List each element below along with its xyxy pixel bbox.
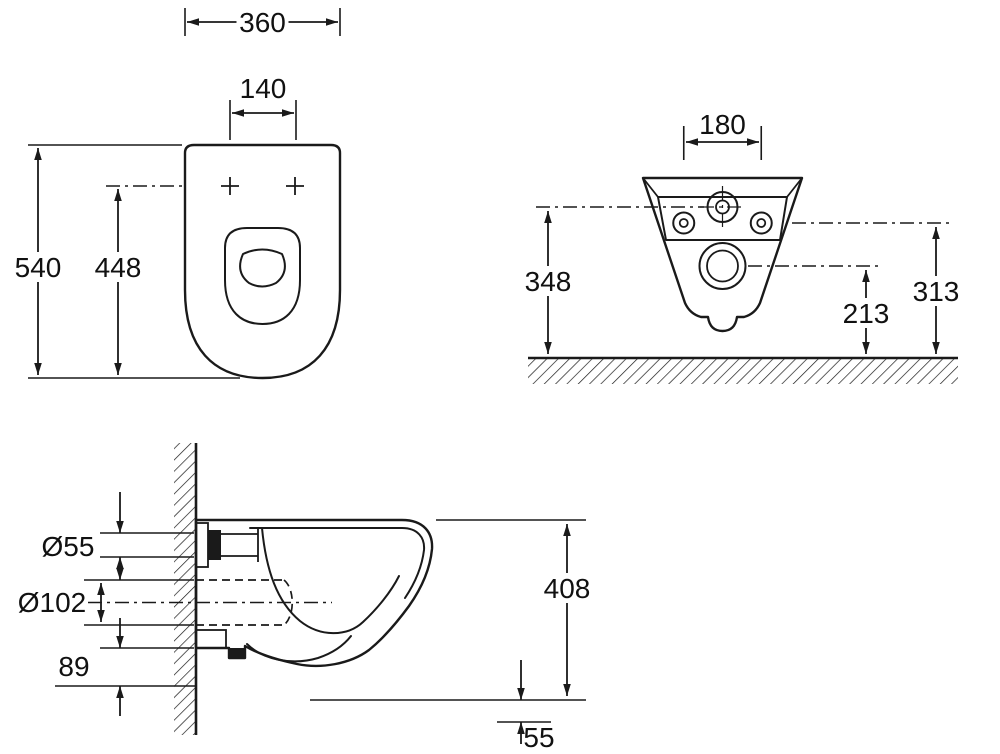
side-rim-inner bbox=[249, 527, 426, 599]
plan-toilet-outline bbox=[183, 143, 342, 380]
rear-outlet-port bbox=[698, 242, 747, 290]
rear-toilet-outline bbox=[641, 176, 804, 333]
dim-label-overall-depth: 540 bbox=[15, 252, 62, 283]
dimension-360: 360 bbox=[184, 7, 341, 38]
rear-ground bbox=[528, 356, 958, 384]
dim-label-floor-clearance: 55 bbox=[523, 722, 554, 753]
rear-mounting-plate bbox=[657, 196, 788, 241]
dim-label-outlet-height: 213 bbox=[843, 298, 890, 329]
wall-hatch bbox=[174, 443, 196, 735]
side-hidden-outlet bbox=[88, 579, 332, 626]
dim-label-overall-width: 360 bbox=[239, 7, 286, 38]
side-toilet-outline bbox=[194, 518, 434, 668]
side-trap-curve bbox=[246, 635, 352, 663]
rear-view: 180 348 213 313 bbox=[522, 109, 962, 384]
dim-label-bottom-height: 89 bbox=[58, 651, 89, 682]
rear-inlet-port bbox=[700, 186, 745, 229]
dimension-213: 213 bbox=[748, 265, 892, 354]
dimension-89: 89 bbox=[55, 618, 196, 716]
plan-fixing-hole-crosses bbox=[221, 177, 304, 195]
dimension-540: 540 bbox=[12, 144, 240, 379]
rear-bolt-holes bbox=[672, 211, 773, 235]
side-inlet-pipe bbox=[195, 522, 259, 568]
dim-label-front-to-holes: 448 bbox=[95, 252, 142, 283]
side-bowl-cavity bbox=[261, 527, 400, 635]
plan-view: 360 140 540 448 bbox=[12, 7, 342, 380]
dimension-448: 448 bbox=[92, 185, 182, 375]
side-view: Ø55 Ø102 89 408 55 bbox=[18, 443, 593, 753]
dimension-348: 348 bbox=[522, 206, 704, 354]
dim-label-overall-height: 408 bbox=[544, 573, 591, 604]
dimension-313: 313 bbox=[792, 222, 962, 354]
plan-bowl-inner bbox=[239, 248, 286, 288]
dim-label-bolt-spacing: 180 bbox=[699, 109, 746, 140]
dimension-outlet-diameter: Ø102 bbox=[18, 579, 194, 626]
dimension-140: 140 bbox=[229, 73, 297, 140]
rear-corner-chamfers bbox=[642, 177, 803, 198]
dim-label-outlet-diameter: Ø102 bbox=[18, 587, 87, 618]
dim-label-hole-spacing: 140 bbox=[240, 73, 287, 104]
dimension-408: 408 bbox=[310, 519, 593, 701]
dimension-180: 180 bbox=[682, 109, 763, 160]
dim-label-bolt-height: 313 bbox=[913, 276, 960, 307]
dimension-inlet-diameter: Ø55 bbox=[42, 492, 194, 580]
plan-bowl-outline bbox=[224, 227, 301, 325]
ground-hatch bbox=[528, 359, 958, 384]
dimension-55: 55 bbox=[497, 660, 555, 753]
side-mounting-bracket bbox=[195, 629, 245, 658]
dim-label-inlet-diameter: Ø55 bbox=[42, 531, 95, 562]
dim-label-inlet-height: 348 bbox=[525, 266, 572, 297]
